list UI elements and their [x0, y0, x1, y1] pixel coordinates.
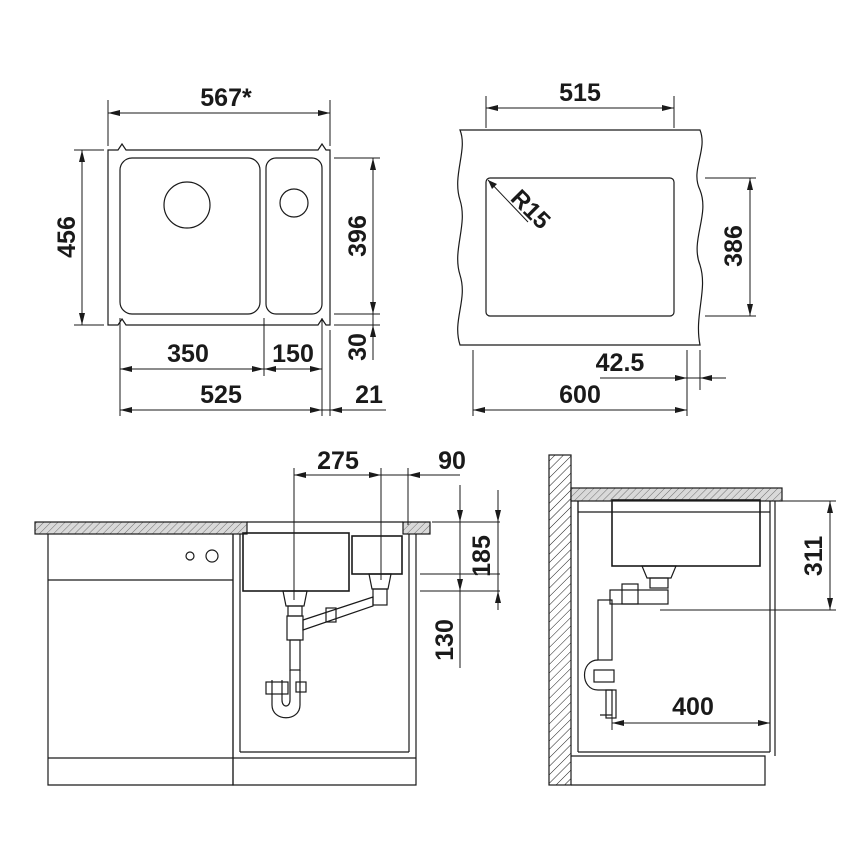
- cutout-rect: [485, 177, 675, 317]
- small-bowl: [265, 157, 323, 315]
- front-main-bowl: [242, 532, 350, 592]
- dim-radius: R15: [505, 185, 555, 235]
- side-siphon: [597, 599, 613, 661]
- side-drain: [641, 565, 677, 579]
- dim-bowl-main: 350: [167, 340, 209, 368]
- dim-total-depth: 311: [800, 536, 828, 576]
- dim-cabinet-offset: 30: [344, 333, 372, 361]
- dim-depth: 185: [468, 535, 496, 577]
- main-drain-trap: [282, 590, 308, 607]
- dim-cutout-width: 515: [559, 79, 601, 107]
- dim-bowl-height: 396: [344, 215, 372, 257]
- dishwasher-knob-1: [185, 551, 195, 561]
- front-small-bowl: [351, 535, 403, 575]
- small-drain: [279, 188, 309, 218]
- cutout-view: R15 515 386 42.5 600: [457, 79, 756, 416]
- front-view: 275 90 185 130: [34, 447, 501, 786]
- worktop-right: [402, 521, 431, 535]
- dishwasher-cabinet: [47, 534, 234, 786]
- main-bowl: [119, 157, 261, 315]
- dim-cabinet-width: 600: [559, 381, 601, 409]
- wall: [548, 454, 572, 786]
- dim-bowl-small: 150: [272, 340, 314, 368]
- dim-base-width: 525: [200, 381, 242, 409]
- dim-height: 456: [53, 216, 81, 258]
- dim-total-width: 567*: [200, 84, 252, 112]
- siphon: [271, 670, 301, 719]
- worktop-left: [34, 521, 248, 535]
- side-view: 311 400: [548, 454, 836, 786]
- top-view: 567* 456 396 30 350 150: [53, 84, 386, 416]
- dim-offset: 42.5: [596, 349, 645, 377]
- side-worktop: [570, 487, 783, 502]
- sink-cabinet: [232, 534, 417, 786]
- small-drain-trap: [368, 573, 392, 590]
- worktop-outline: [457, 129, 704, 346]
- side-sink-body: [611, 499, 761, 567]
- main-drain: [163, 181, 211, 229]
- side-overflow-pipe: [609, 589, 669, 605]
- overflow-connector: [302, 596, 374, 631]
- dishwasher-knob-2: [205, 549, 219, 563]
- dim-drain-distance: 275: [317, 447, 359, 475]
- sink-outline: [107, 142, 331, 326]
- dim-drain-offset: 400: [672, 693, 714, 721]
- dim-edge: 21: [355, 381, 383, 409]
- dim-drain-height: 130: [431, 619, 459, 661]
- dim-small-drain: 90: [438, 447, 466, 475]
- dim-cutout-height: 386: [720, 225, 748, 267]
